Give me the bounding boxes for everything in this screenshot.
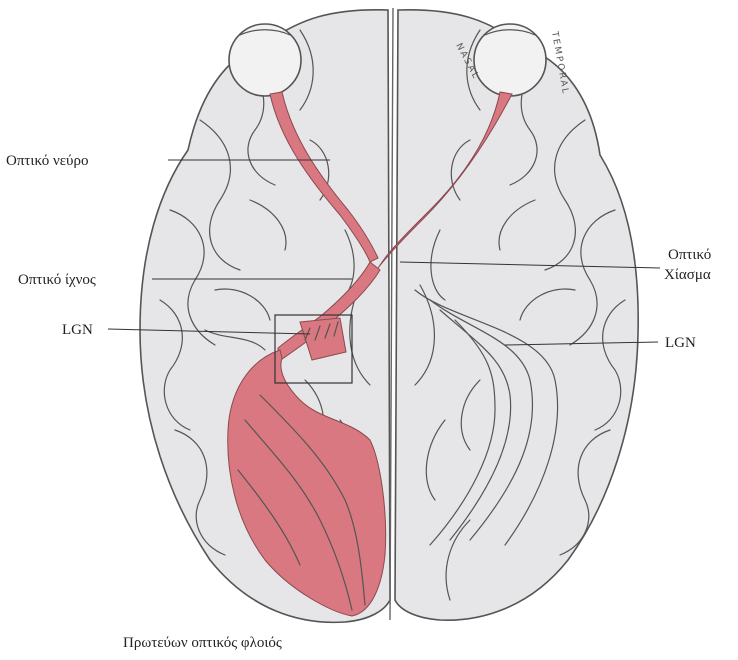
- optic-chiasm-label-line1: Οπτικό: [668, 247, 711, 263]
- optic-nerve-label: Οπτικό νεύρο: [6, 153, 88, 169]
- lgn-left-label: LGN: [62, 322, 93, 338]
- optic-tract-label: Οπτικό ίχνος: [18, 272, 96, 288]
- optic-chiasm-label-line2: Χίασμα: [664, 267, 711, 283]
- midline: [390, 8, 393, 620]
- brain: [140, 8, 638, 622]
- lgn-right-label: LGN: [665, 335, 696, 351]
- primary-visual-cortex-label: Πρωτεύων οπτικός φλοιός: [123, 635, 282, 651]
